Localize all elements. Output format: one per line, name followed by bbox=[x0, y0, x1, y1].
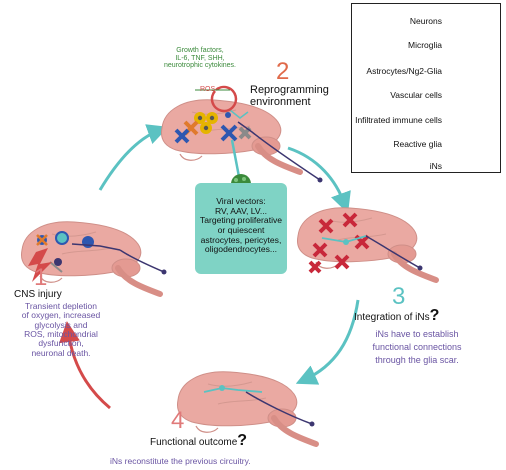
legend-neurons-label: Neurons bbox=[409, 16, 442, 26]
stage2-cells bbox=[174, 85, 323, 183]
stage1-cells bbox=[28, 231, 167, 282]
legend-astrocytes-label: Astrocytes/Ng2-Glia bbox=[366, 66, 442, 76]
stage-3-description: iNs have to establish functional connect… bbox=[372, 329, 462, 366]
arrow-1-to-2 bbox=[98, 124, 169, 191]
stage-2-title: Reprogramming environment bbox=[250, 84, 329, 109]
legend-vascular-label: Vascular cells bbox=[390, 90, 442, 100]
arrow-2-to-3 bbox=[287, 146, 351, 214]
arrow-4-to-1 bbox=[59, 321, 111, 410]
legend-box: Neurons Microglia Astrocytes/Ng2-Glia Va… bbox=[351, 3, 501, 173]
stage-1-description: Transient depletion of oxygen, increased… bbox=[21, 301, 101, 358]
arrow-3-to-4 bbox=[295, 299, 360, 385]
stage-4-number: 4 bbox=[171, 407, 185, 434]
viral-vector-box: Viral vectors: RV, AAV, LV... Targeting … bbox=[195, 183, 287, 274]
stage-2-number: 2 bbox=[276, 58, 290, 85]
legend-immune-label: Infiltrated immune cells bbox=[355, 115, 442, 125]
lightning-icon bbox=[28, 248, 52, 282]
legend-ins-label: iNs bbox=[429, 161, 442, 171]
stage-4-title: Functional outcome? bbox=[150, 432, 248, 449]
legend-reactive-glia-label: Reactive glia bbox=[393, 139, 442, 149]
stage-3-number: 3 bbox=[392, 283, 406, 310]
stage-4-description: iNs reconstitute the previous circuitry. bbox=[110, 456, 251, 466]
stage-1-number: 1 bbox=[34, 264, 48, 291]
growth-factors-text: Growth factors, IL-6, TNF, SHH, neurotro… bbox=[164, 47, 236, 70]
legend-microglia-label: Microglia bbox=[407, 40, 442, 50]
stage-3-title: Integration of iNs? bbox=[354, 307, 440, 324]
stage3-cells bbox=[308, 212, 370, 274]
ros-label: ROS bbox=[200, 86, 216, 93]
stage-1-title: CNS injury bbox=[14, 289, 62, 300]
